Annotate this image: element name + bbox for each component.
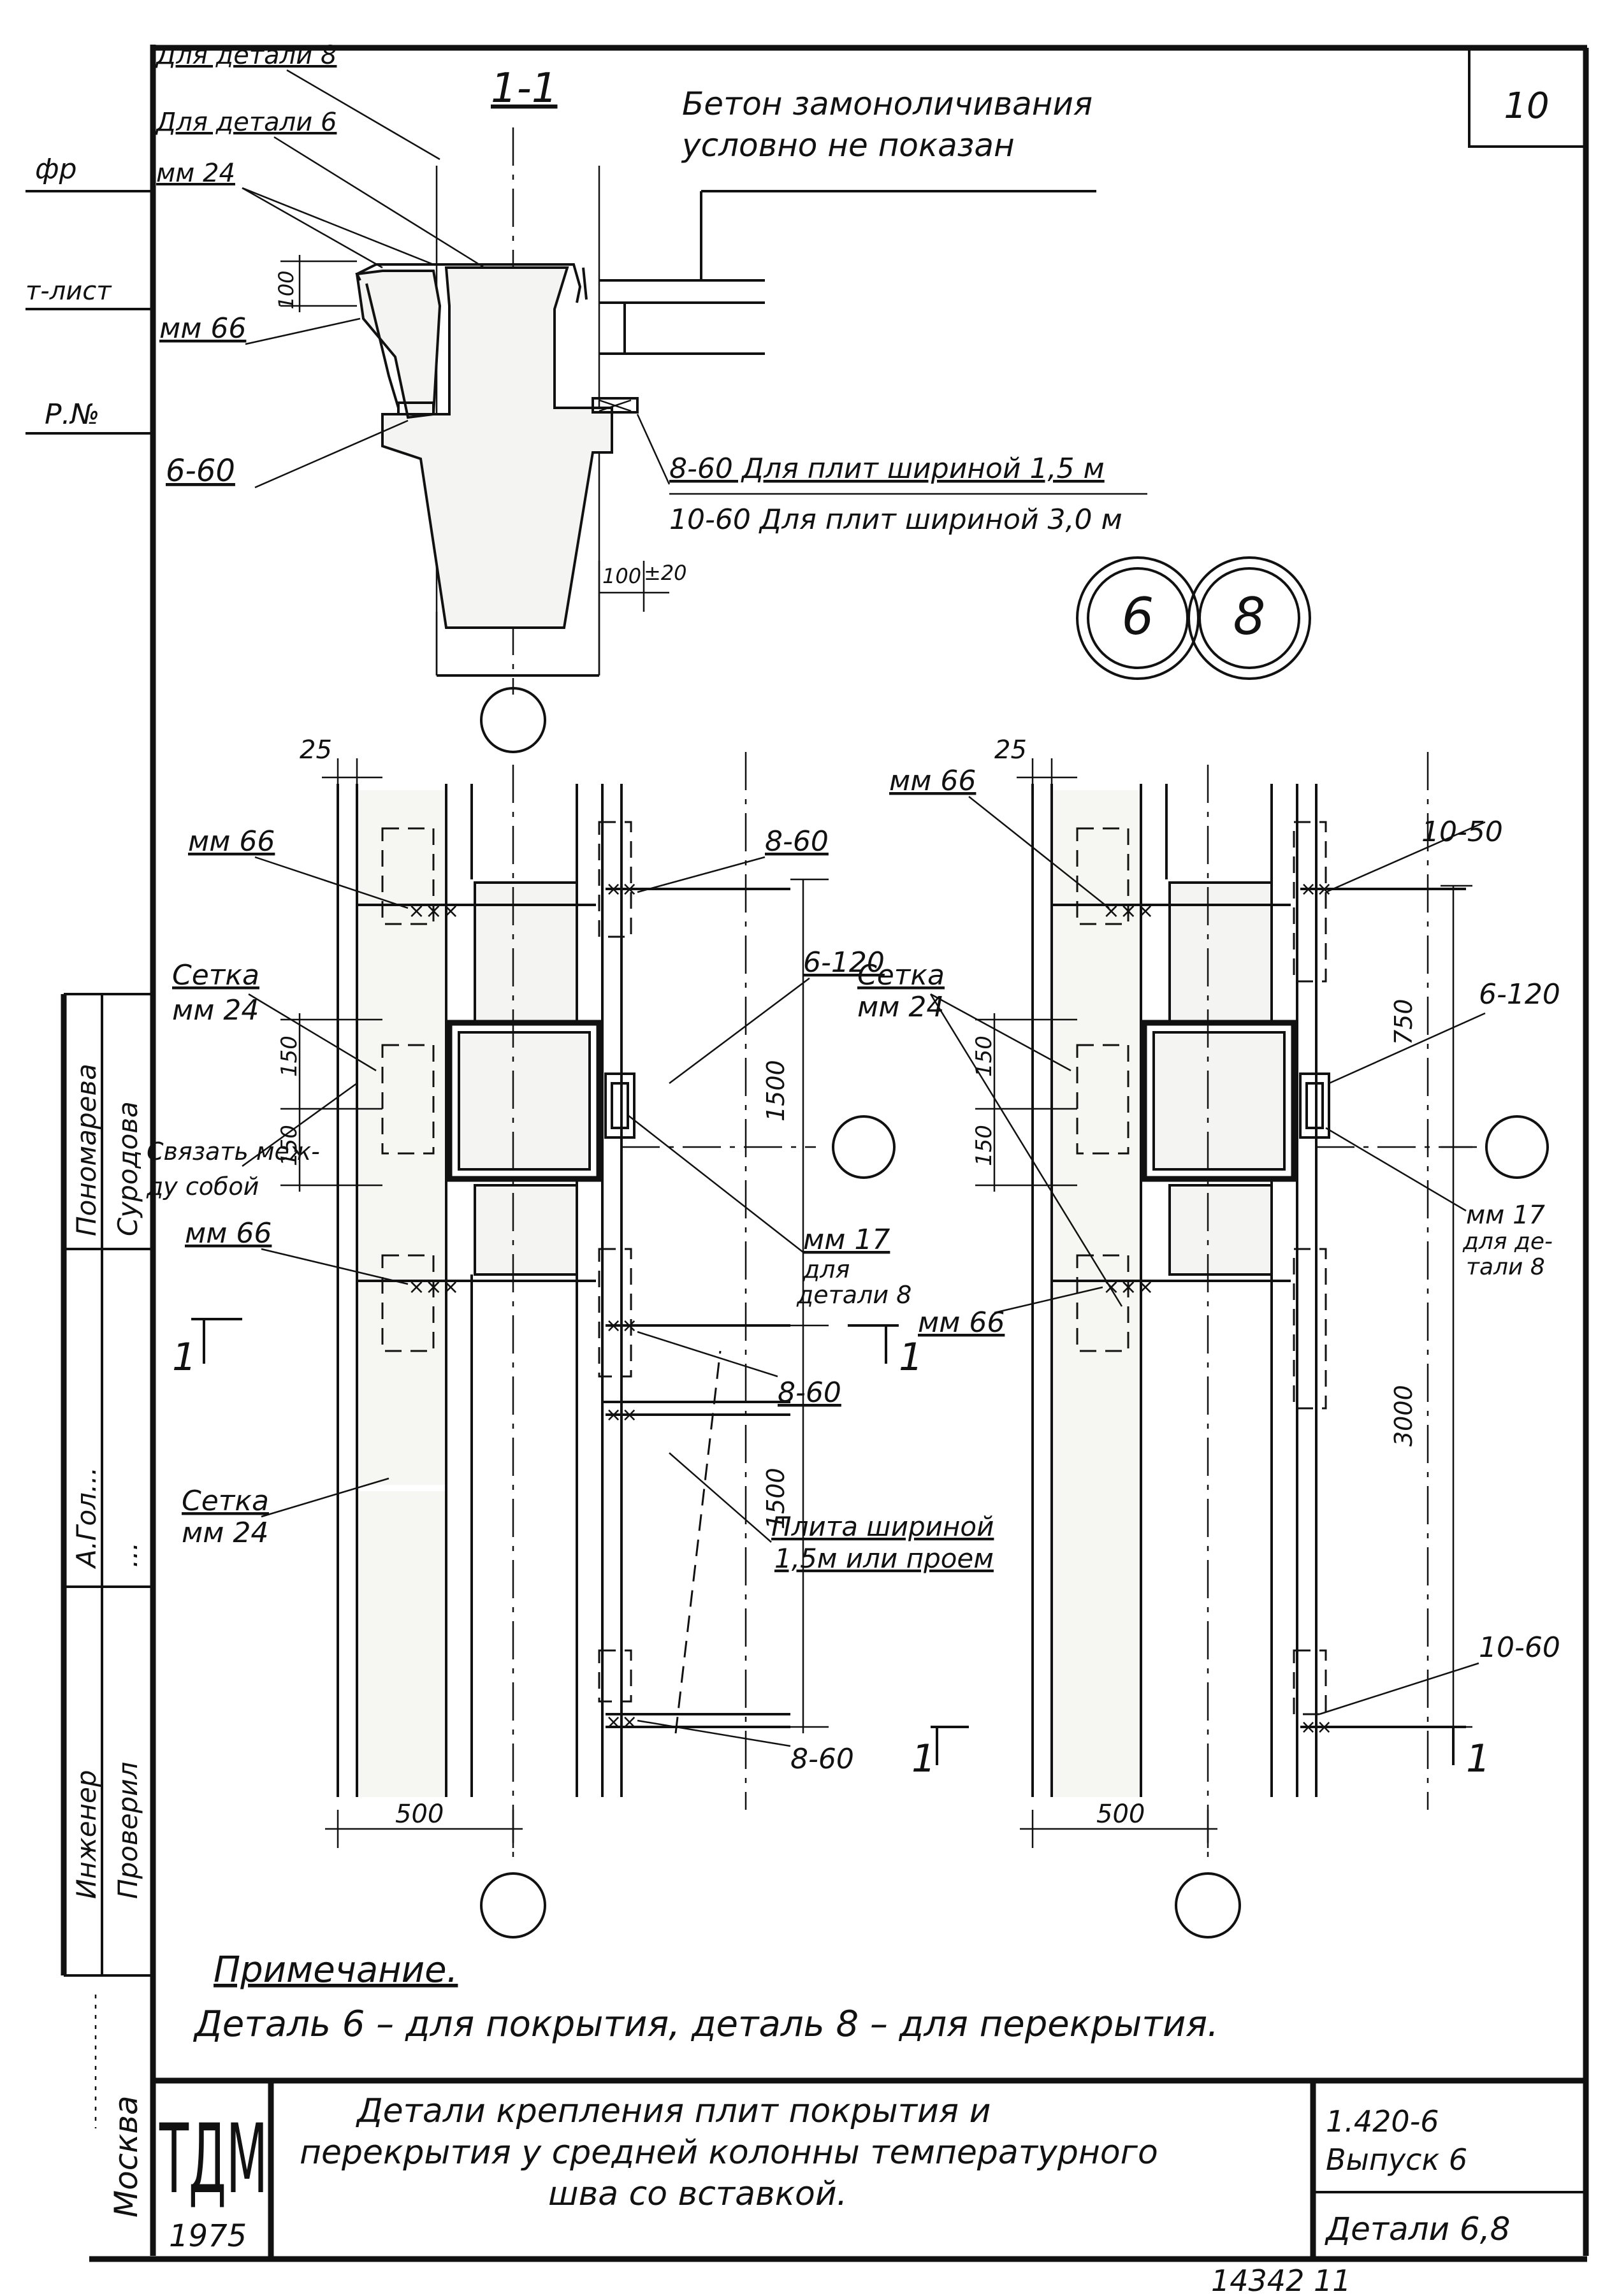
d6-section-mark: 1 bbox=[172, 1335, 196, 1380]
svg-text:×××: ××× bbox=[1103, 1274, 1154, 1299]
strip-label-no: Р.№ bbox=[45, 398, 99, 431]
label-mm66-section: мм 66 bbox=[159, 312, 246, 345]
d6-dim-1500-top: 1500 bbox=[762, 1060, 790, 1122]
d6-setka-top-2: мм 24 bbox=[172, 994, 259, 1027]
svg-text:×××: ××× bbox=[408, 1274, 459, 1299]
label-8-60-section: 8-60 Для плит шириной 1,5 м bbox=[669, 452, 1105, 485]
d6-dim-500: 500 bbox=[395, 1800, 444, 1829]
d6-6-120: 6-120 bbox=[803, 946, 885, 979]
strip-label-list: т-лист bbox=[25, 277, 112, 306]
d6-dim-150-a: 150 bbox=[277, 1036, 302, 1077]
note-text: Деталь 6 – для покрытия, деталь 8 – для … bbox=[192, 2004, 1219, 2045]
details-label: Детали 6,8 bbox=[1325, 2211, 1510, 2248]
sheet-number: 10 bbox=[1504, 85, 1549, 127]
code-series: 1.420-6 bbox=[1326, 2104, 1439, 2139]
dim-100-section-bottom: 100 bbox=[602, 564, 641, 588]
d8-dim-750: 750 bbox=[1390, 999, 1418, 1045]
strip-label-fr: фр bbox=[35, 153, 77, 185]
svg-text:××: ×× bbox=[1300, 878, 1332, 900]
section-1-1: 1-1 Бетон замоноличивания условно не пок… bbox=[155, 41, 1147, 753]
d6-8-60-mid: 8-60 bbox=[778, 1376, 841, 1409]
d6-mm17-3: детали 8 bbox=[796, 1281, 911, 1309]
role-engineer: Инженер bbox=[71, 1770, 102, 1899]
d8-mm66-bottom: мм 66 bbox=[918, 1306, 1005, 1339]
label-for-detail-8: Для детали 8 bbox=[155, 41, 337, 70]
d6-setka-top-1: Сетка bbox=[172, 959, 259, 992]
label-mm24-section: мм 24 bbox=[156, 159, 235, 188]
label-10-60-section: 10-60 Для плит шириной 3,0 м bbox=[669, 503, 1122, 536]
d6-svyazat-2: ду собой bbox=[146, 1173, 259, 1201]
svg-text:××: ×× bbox=[606, 878, 637, 900]
bottom-number: 14342 11 bbox=[1211, 2264, 1351, 2296]
code-issue: Выпуск 6 bbox=[1326, 2142, 1467, 2177]
d6-mm66-top: мм 66 bbox=[188, 825, 275, 858]
section-title: 1-1 bbox=[491, 65, 558, 112]
d6-8-60-bot: 8-60 bbox=[790, 1743, 854, 1775]
signature-2: ... bbox=[112, 1542, 143, 1568]
svg-text:×××: ××× bbox=[408, 899, 459, 923]
name-surodova: Суродова bbox=[112, 1101, 143, 1236]
d8-dim-150-a: 150 bbox=[971, 1036, 997, 1077]
d8-setka-1: Сетка bbox=[857, 959, 945, 992]
d8-section-mark-right: 1 bbox=[1466, 1736, 1490, 1781]
d8-dim-500: 500 bbox=[1096, 1800, 1145, 1829]
title-line3: шва со вставкой. bbox=[548, 2175, 847, 2213]
d6-dim-25: 25 bbox=[300, 735, 332, 765]
left-strip: фр т-лист Р.№ Инженер Проверил Пономарев… bbox=[25, 153, 153, 2218]
svg-text:××: ×× bbox=[1300, 1716, 1332, 1738]
dim-pm20-section: ±20 bbox=[644, 561, 687, 585]
name-ponomareva: Пономарева bbox=[71, 1064, 102, 1236]
d6-8-60-top: 8-60 bbox=[765, 825, 829, 858]
d6-setka-bot-1: Сетка bbox=[182, 1485, 269, 1517]
detail-markers: 6 8 bbox=[1076, 556, 1311, 680]
sheet-frame: 10 bbox=[89, 45, 1589, 2262]
detail-marker-6: 6 bbox=[1122, 587, 1154, 646]
note-block: Примечание. Деталь 6 – для покрытия, дет… bbox=[192, 1949, 1219, 2045]
d6-dim-1500-bot: 1500 bbox=[762, 1468, 790, 1529]
d8-mm17-1: мм 17 bbox=[1466, 1201, 1546, 1230]
d6-plita-1: Плита шириной bbox=[771, 1511, 994, 1542]
label-6-60-section: 6-60 bbox=[166, 453, 235, 489]
year: 1975 bbox=[169, 2218, 247, 2254]
svg-text:××: ×× bbox=[606, 1711, 637, 1733]
logo: ТДМ bbox=[159, 2104, 268, 2215]
dim-100-section-top: 100 bbox=[274, 270, 298, 309]
d8-section-mark-left: 1 bbox=[911, 1736, 936, 1781]
d6-setka-bot-2: мм 24 bbox=[182, 1517, 268, 1549]
detail-6-plan: ××× ××× ×× ×× ×× ×× 25 1500 1500 bbox=[146, 735, 994, 1939]
d8-mm17-2: для де- bbox=[1462, 1229, 1553, 1255]
d6-section-mark-right: 1 bbox=[899, 1335, 923, 1380]
d8-dim-150-b: 150 bbox=[971, 1125, 997, 1166]
d6-mm17-1: мм 17 bbox=[803, 1224, 890, 1256]
d8-dim-25: 25 bbox=[994, 735, 1027, 765]
title-line2: перекрытия у средней колонны температурн… bbox=[300, 2134, 1158, 2172]
title-line1: Детали крепления плит покрытия и bbox=[356, 2092, 991, 2130]
title-block: ТДМ 1975 Детали крепления плит покрытия … bbox=[153, 2077, 1587, 2259]
signature-1: А.Гол... bbox=[71, 1467, 102, 1570]
svg-text:××: ×× bbox=[606, 1315, 637, 1337]
svg-text:×××: ××× bbox=[1103, 899, 1154, 923]
svg-text:××: ×× bbox=[606, 1404, 637, 1426]
d8-6-120: 6-120 bbox=[1479, 978, 1560, 1011]
axis-circle-section bbox=[480, 687, 546, 753]
note-title: Примечание. bbox=[214, 1949, 458, 1991]
detail-marker-8: 8 bbox=[1233, 587, 1266, 646]
d8-setka-2: мм 24 bbox=[857, 991, 944, 1023]
role-checked: Проверил bbox=[112, 1762, 143, 1899]
d8-mm66-top: мм 66 bbox=[889, 765, 976, 797]
d6-svyazat-1: Связать меж- bbox=[147, 1137, 320, 1166]
city-label: Москва bbox=[108, 2095, 145, 2218]
d6-mm66-bottom: мм 66 bbox=[185, 1217, 272, 1250]
d8-dim-3000: 3000 bbox=[1390, 1385, 1418, 1447]
d8-10-60: 10-60 bbox=[1479, 1631, 1560, 1664]
section-note-line1: Бетон замоноличивания bbox=[682, 85, 1093, 122]
detail-8-plan: ××× ××× ×× ×× 25 750 3000 150 150 500 мм… bbox=[857, 735, 1560, 1939]
section-note-line2: условно не показан bbox=[681, 127, 1015, 164]
label-for-detail-6: Для детали 6 bbox=[155, 108, 337, 137]
d8-mm17-3: тали 8 bbox=[1466, 1254, 1545, 1280]
d6-mm17-2: для bbox=[802, 1255, 850, 1283]
d6-plita-2: 1,5м или проем bbox=[774, 1543, 994, 1574]
